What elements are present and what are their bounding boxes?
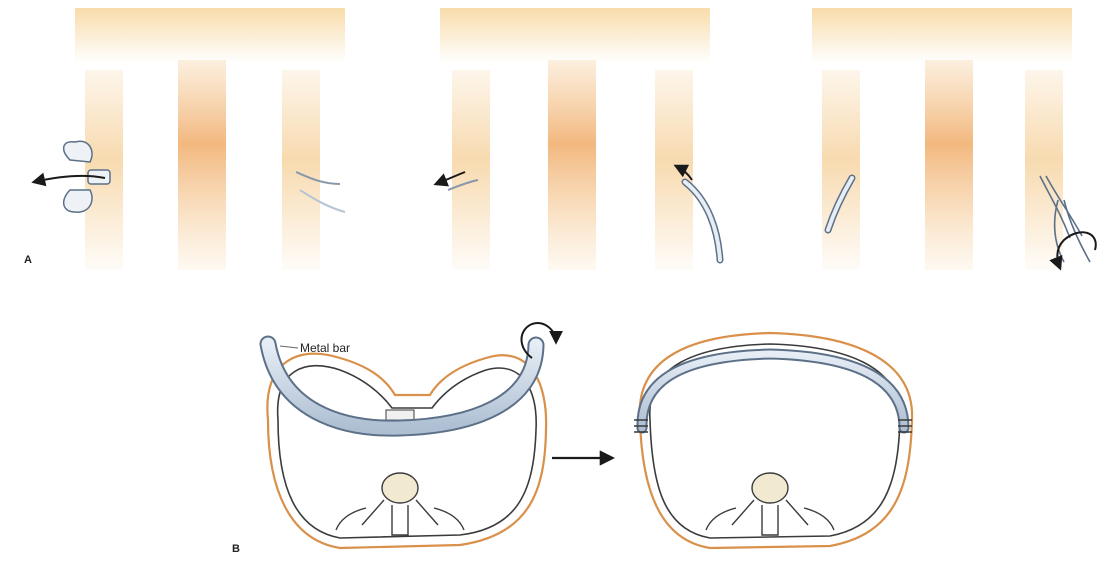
clavicle-glow: [75, 8, 345, 63]
cross-section-before: [267, 323, 556, 548]
clavicle-glow: [812, 8, 1072, 63]
clavicle-glow: [440, 8, 710, 63]
metal-bar-callout: Metal bar: [300, 341, 350, 355]
left-chest-wall: [822, 70, 860, 270]
right-chest-wall: [282, 70, 320, 270]
panel-b-label: B: [232, 543, 240, 555]
chest-view-3: [812, 8, 1096, 270]
panel-a: A: [24, 8, 1096, 270]
right-chest-wall: [1025, 70, 1063, 270]
spine-vertebra: [336, 473, 464, 535]
sternum: [386, 410, 414, 420]
sternum-glow: [178, 60, 226, 270]
metal-bar: [642, 354, 904, 428]
sternum-glow: [548, 60, 596, 270]
callout-leader: [280, 346, 298, 348]
right-chest-wall: [655, 70, 693, 270]
sternum-glow: [925, 60, 973, 270]
rotate-arrow-icon: [1057, 232, 1095, 268]
chest-view-1: A: [24, 8, 345, 270]
panel-b: B Metal bar: [232, 323, 912, 555]
inner-thoracic-wall: [278, 366, 537, 538]
cross-section-after: [634, 333, 912, 548]
spine-vertebra: [706, 473, 834, 535]
panel-a-label: A: [24, 254, 32, 266]
chest-view-2: [436, 8, 720, 270]
left-chest-wall: [452, 70, 490, 270]
